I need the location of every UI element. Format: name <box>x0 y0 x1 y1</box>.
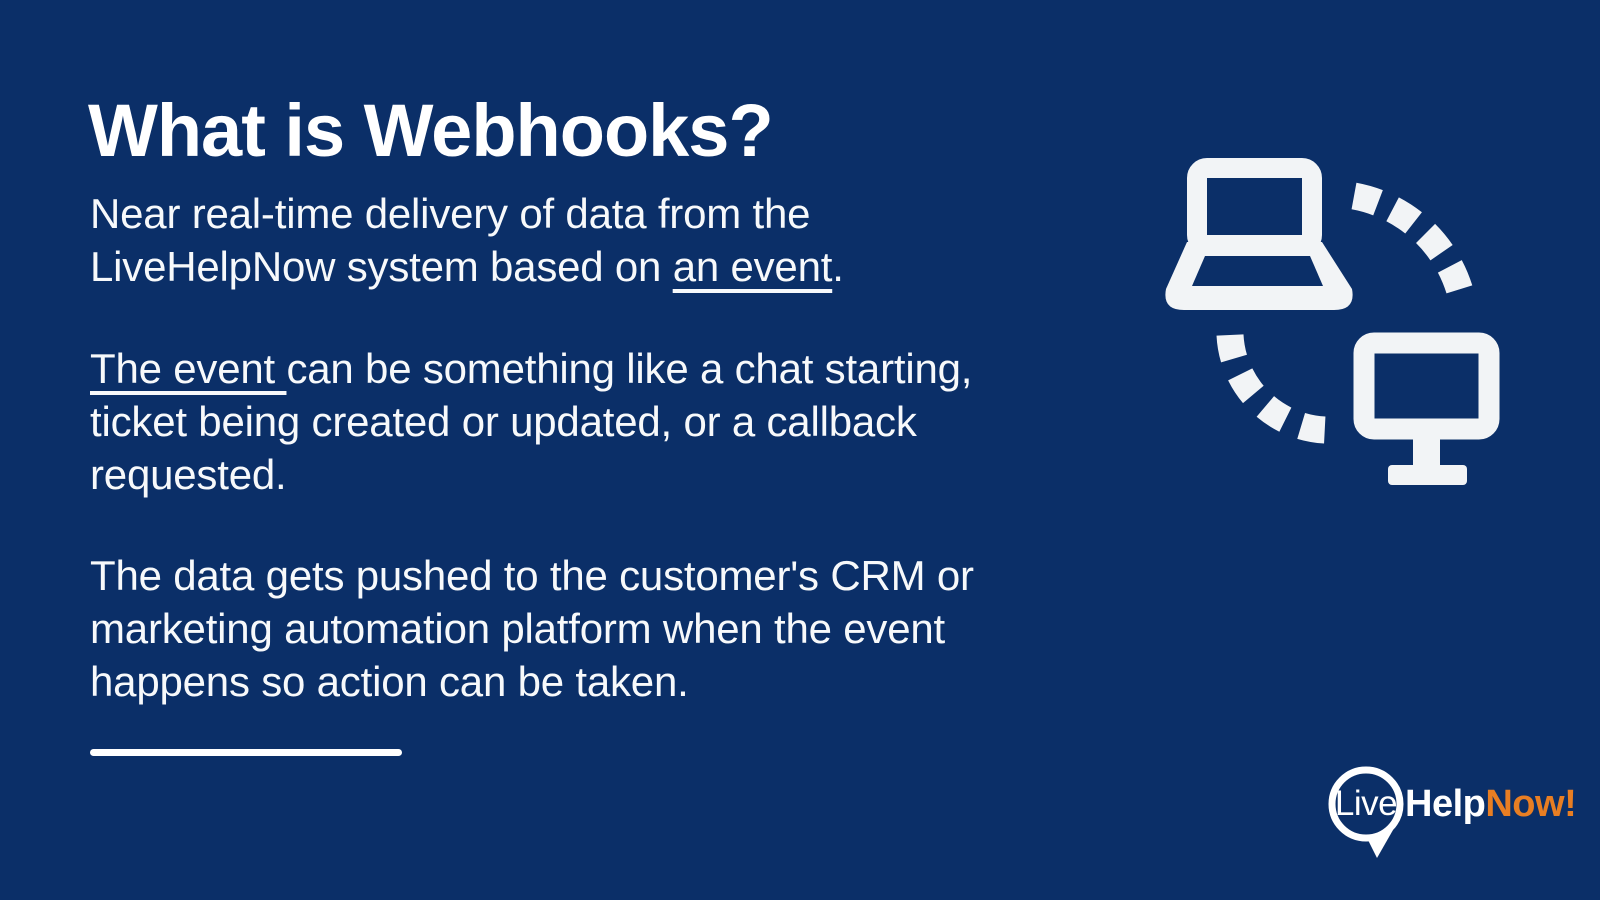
laptop-icon <box>1165 158 1353 310</box>
paragraph-data-push-line3: happens so action can be taken. <box>90 658 689 705</box>
paragraph-event-line3: requested. <box>90 451 287 498</box>
monitor-icon <box>1353 332 1500 485</box>
divider-line <box>90 749 402 756</box>
dotted-arc-top <box>1351 182 1475 299</box>
paragraph-event-line1: can be something like a chat starting, <box>286 345 973 392</box>
logo-live-text: Live <box>1334 784 1398 823</box>
paragraph-intro-line1: Near real-time delivery of data from the <box>90 190 811 237</box>
paragraph-intro-period: . <box>832 243 844 290</box>
logo-helpnow-text: HelpNow! <box>1405 783 1577 825</box>
logo-help-text: Help <box>1405 783 1486 825</box>
paragraph-data-push-line2: marketing automation platform when the e… <box>90 605 946 652</box>
paragraph-event-line2: ticket being created or updated, or a ca… <box>90 398 917 445</box>
the-event-underlined-text: The event <box>90 345 287 392</box>
an-event-underlined-text: an event <box>672 243 833 290</box>
logo-now-text: Now! <box>1485 783 1577 825</box>
paragraph-data-push-line1: The data gets pushed to the customer's C… <box>90 552 974 599</box>
speech-bubble-icon <box>1328 766 1404 858</box>
data-transfer-icon <box>1165 158 1500 485</box>
livehelpnow-logo: Live HelpNow! <box>1322 757 1577 863</box>
paragraph-intro: Near real-time delivery of data from the… <box>90 187 844 293</box>
paragraph-data-push: The data gets pushed to the customer's C… <box>90 549 974 708</box>
dotted-arc-bottom <box>1216 333 1327 444</box>
page-title: What is Webhooks? <box>88 89 774 172</box>
paragraph-event-examples: The event can be something like a chat s… <box>90 342 972 501</box>
paragraph-intro-line2: LiveHelpNow system based on <box>90 243 673 290</box>
